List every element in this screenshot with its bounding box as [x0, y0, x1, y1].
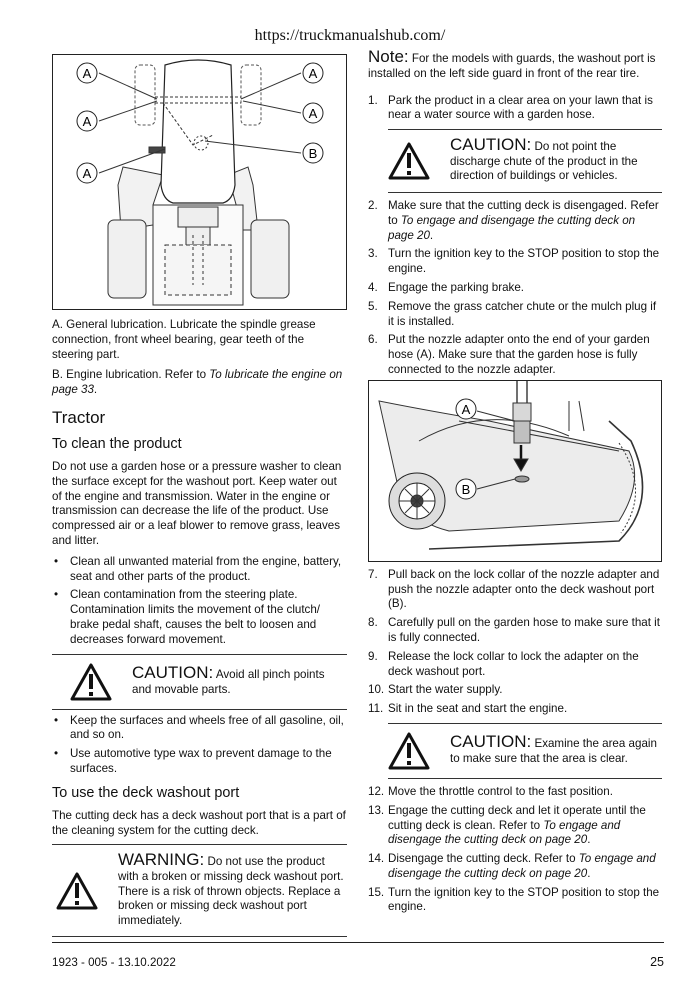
note-text: For the models with guards, the washout … — [368, 52, 656, 80]
section-title: Tractor — [52, 407, 106, 427]
list-item: 11.Sit in the seat and start the engine. — [368, 702, 568, 716]
figure-label-a: A — [83, 66, 92, 81]
list-item: 2.Make sure that the cutting deck is dis… — [368, 198, 659, 242]
warning-keyword: WARNING: — [118, 850, 205, 870]
caution-box: CAUTION: Avoid all pinch points and mova… — [52, 653, 347, 710]
figure-label-a: A — [309, 106, 318, 121]
caution-keyword: CAUTION: — [450, 732, 532, 752]
footer-doc-id: 1923 - 005 - 13.10.2022 — [52, 956, 176, 969]
figure-label-a: A — [83, 166, 92, 181]
list-item: 6.Put the nozzle adapter onto the end of… — [368, 333, 650, 376]
warning-triangle-icon — [388, 732, 430, 770]
washout-heading: To use the deck washout port — [52, 784, 240, 801]
deck-washout-illustration: A B — [378, 380, 644, 550]
steps-list-4: 12.Move the throttle control to the fast… — [368, 785, 662, 915]
steps-list-1: 1.Park the product in a clear area on yo… — [368, 94, 662, 124]
figure-label-a: A — [462, 402, 471, 417]
caution-box: CAUTION: Examine the area again to make … — [388, 722, 662, 779]
clean-heading: To clean the product — [52, 435, 182, 452]
list-item: •Clean contamination from the steering p… — [54, 588, 321, 646]
right-column: Note: For the models with guards, the wa… — [368, 48, 662, 919]
footer-divider — [52, 942, 664, 943]
warning-triangle-icon — [56, 872, 98, 910]
tractor-top-view-illustration: A A A A A B — [76, 59, 324, 306]
list-item: •Keep the surfaces and wheels free of al… — [54, 713, 344, 742]
list-item: 9.Release the lock collar to lock the ad… — [368, 649, 639, 678]
list-item: 15.Turn the ignition key to the STOP pos… — [368, 885, 660, 914]
caption-b: B. Engine lubrication. Refer to To lubri… — [52, 368, 343, 397]
list-item: 10.Start the water supply. — [368, 683, 503, 697]
note: Note: For the models with guards, the wa… — [368, 47, 662, 82]
caption-a: A. General lubrication. Lubricate the sp… — [52, 318, 316, 361]
caution-text: Examine the area again to make sure that… — [450, 737, 657, 765]
list-item: 13.Engage the cutting deck and let it op… — [368, 803, 646, 847]
figure-label-a: A — [309, 66, 318, 81]
warning-triangle-icon — [388, 142, 430, 180]
list-item: 14.Disengage the cutting deck. Refer to … — [368, 852, 656, 880]
cross-reference-link[interactable]: To engage and disengage the cutting deck… — [388, 213, 636, 242]
list-item: •Use automotive type wax to prevent dama… — [54, 747, 332, 775]
left-column: A A A A A B A. General lubrication. Lubr… — [52, 54, 347, 938]
lubrication-figure: A A A A A B — [52, 54, 347, 310]
list-item: 3.Turn the ignition key to the STOP posi… — [368, 247, 660, 276]
figure-label-b: B — [462, 482, 471, 497]
page-number: 25 — [650, 955, 664, 969]
caution-keyword: CAUTION: — [450, 135, 532, 155]
cross-reference-link[interactable]: To engage and disengage the cutting deck… — [388, 818, 621, 847]
caution-box: CAUTION: Do not point the discharge chut… — [388, 129, 662, 193]
list-item: •Clean all unwanted material from the en… — [54, 554, 342, 583]
caution-text: Do not point the discharge chute of the … — [450, 140, 638, 183]
washout-paragraph: The cutting deck has a deck washout port… — [52, 808, 346, 837]
note-keyword: Note: — [368, 47, 409, 66]
warning-box: WARNING: Do not use the product with a b… — [52, 844, 347, 938]
caution-keyword: CAUTION: — [132, 662, 214, 682]
list-item: 7.Pull back on the lock collar of the no… — [368, 567, 660, 611]
cross-reference-link[interactable]: To engage and disengage the cutting deck… — [388, 852, 656, 880]
cross-reference-link[interactable]: To lubricate the engine on page 33 — [52, 368, 343, 397]
list-item: 4.Engage the parking brake. — [368, 280, 525, 294]
surface-bullets: •Keep the surfaces and wheels free of al… — [52, 714, 347, 777]
washout-port-figure: A B — [368, 379, 662, 562]
steps-list-3: 7.Pull back on the lock collar of the no… — [368, 568, 662, 717]
figure-label-a: A — [83, 114, 92, 129]
warning-text: Do not use the product with a broken or … — [118, 855, 344, 927]
list-item: 1.Park the product in a clear area on yo… — [368, 93, 653, 122]
steps-list-2: 2.Make sure that the cutting deck is dis… — [368, 199, 662, 378]
warning-triangle-icon — [70, 663, 112, 701]
list-item: 8.Carefully pull on the garden hose to m… — [368, 616, 660, 644]
list-item: 5.Remove the grass catcher chute or the … — [368, 299, 657, 328]
source-url: https://truckmanualshub.com/ — [254, 27, 446, 44]
clean-bullets: •Clean all unwanted material from the en… — [52, 555, 347, 648]
caution-text: Avoid all pinch points and movable parts… — [132, 667, 325, 696]
list-item: 12.Move the throttle control to the fast… — [368, 784, 613, 798]
clean-paragraph: Do not use a garden hose or a pressure w… — [52, 459, 342, 547]
figure-label-b: B — [309, 146, 318, 161]
